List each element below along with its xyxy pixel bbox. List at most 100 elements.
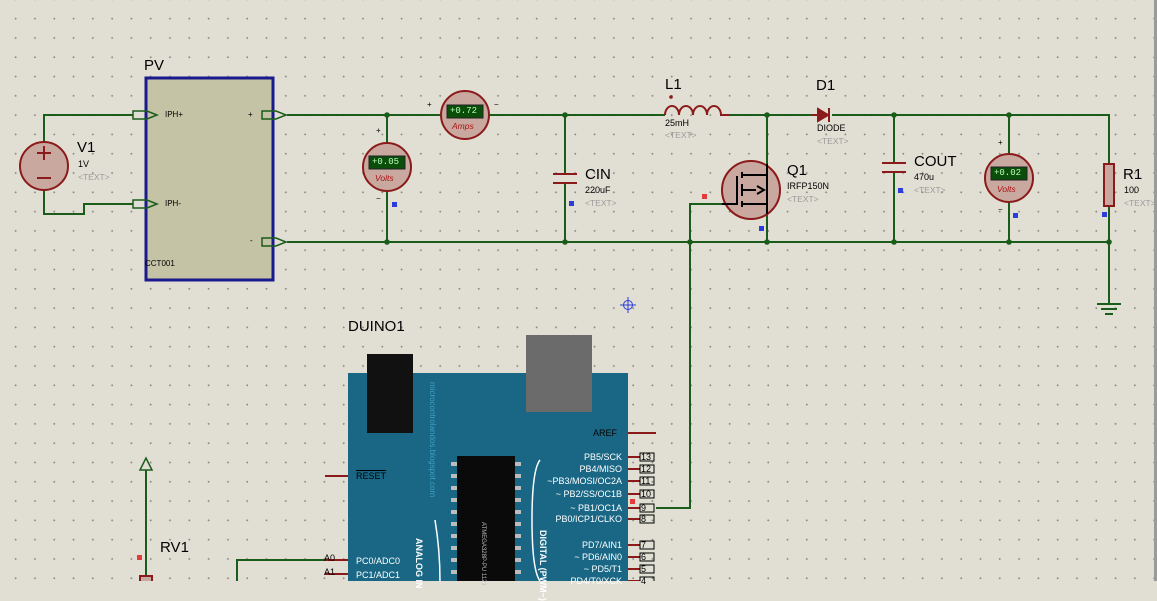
wires xyxy=(43,114,1110,581)
probe-marker xyxy=(137,555,142,560)
cout-text: <TEXT> xyxy=(914,185,946,195)
crosshair-icon xyxy=(620,297,636,313)
v1-value: 1V xyxy=(78,159,90,169)
l1-value: 25mH xyxy=(665,118,690,128)
wire-rv1[interactable] xyxy=(236,559,325,581)
wire-bottom[interactable] xyxy=(287,241,1110,304)
duino-pin-num[interactable]: 13 xyxy=(641,452,652,462)
voltmeter-out[interactable] xyxy=(984,153,1034,203)
q1-value: IRFP150N xyxy=(787,181,830,191)
l1-inductor[interactable] xyxy=(664,95,730,116)
duino-pin-label: ~PB3/MOSI/OC2A xyxy=(547,476,622,486)
v1-source[interactable] xyxy=(19,141,69,191)
duino-pin-label: ~ PD5/T1 xyxy=(583,564,622,574)
rv1-ref: RV1 xyxy=(160,539,189,556)
voltmeter-out-unit: Volts xyxy=(997,184,1016,194)
duino-pin-label: ~ PB1/OC1A xyxy=(570,503,622,513)
probe-marker xyxy=(702,194,707,199)
ammeter-pos: + xyxy=(427,100,432,109)
l1-ref: L1 xyxy=(665,76,682,93)
duino-pin-num[interactable]: 5 xyxy=(641,564,647,574)
pv-pin-iph-pos: IPH+ xyxy=(165,110,184,119)
pv-pin-pos: + xyxy=(248,110,253,119)
cin-value: 220uF xyxy=(585,185,611,195)
pv-module[interactable] xyxy=(132,76,289,282)
duino-pin-num[interactable]: 12 xyxy=(641,464,652,474)
wire-top-4[interactable] xyxy=(832,114,1110,164)
ground-icon[interactable] xyxy=(1097,303,1121,315)
wire-v1-top[interactable] xyxy=(43,114,133,141)
duino-pin-label: PC1/ADC1 xyxy=(356,570,401,580)
duino-watermark: microcontrolandos.blogspot.com xyxy=(428,382,437,498)
ammeter-unit: Amps xyxy=(452,121,474,131)
r1-resistor[interactable] xyxy=(1103,163,1115,207)
q1-text: <TEXT> xyxy=(787,194,819,204)
duino-pin-num[interactable]: 7 xyxy=(641,540,647,550)
probe-marker xyxy=(898,188,903,193)
probe-marker xyxy=(1102,212,1107,217)
cout-capacitor[interactable] xyxy=(882,162,906,173)
r1-value: 100 xyxy=(1124,185,1140,195)
ammeter-neg: − xyxy=(494,100,499,109)
wire-gate[interactable] xyxy=(656,203,722,509)
voltmeter-out-pos: + xyxy=(998,138,1003,147)
voltmeter-in[interactable] xyxy=(362,142,412,192)
duino-pin-num[interactable]: 11 xyxy=(641,476,651,486)
v1-ref: V1 xyxy=(77,139,96,156)
duino-pin-label: PB5/SCK xyxy=(583,452,622,462)
wire-v1-bottom[interactable] xyxy=(43,191,133,215)
duino-analog-label: ANALOG IN xyxy=(414,538,424,589)
duino-pin-label: ~ PD6/AIN0 xyxy=(574,552,622,562)
voltmeter-in-neg: − xyxy=(376,194,381,203)
duino-pin-num[interactable]: 8 xyxy=(641,514,647,524)
ammeter-reading: +0.72 xyxy=(450,106,478,116)
cin-ref: CIN xyxy=(585,166,611,183)
arduino-board[interactable] xyxy=(325,335,656,581)
duino-pin-label: PB4/MISO xyxy=(579,464,622,474)
duino-pin-label: PD7/AIN1 xyxy=(581,540,622,550)
duino-reset: RESET xyxy=(356,471,387,481)
rv1-potentiometer[interactable] xyxy=(138,456,154,581)
pv-part: CCT001 xyxy=(145,259,175,268)
duino-pin-label: PB0/ICP1/CLKO xyxy=(555,514,622,524)
d1-text: <TEXT> xyxy=(817,136,849,146)
schematic-drawing xyxy=(19,76,1121,581)
voltmeter-out-neg: − xyxy=(998,205,1003,214)
d1-value: DIODE xyxy=(817,123,846,133)
probe-marker xyxy=(392,202,397,207)
duino-aref: AREF xyxy=(593,428,618,438)
voltmeter-in-reading: +0.05 xyxy=(372,157,400,167)
cin-capacitor[interactable] xyxy=(553,173,577,184)
duino-pin-num[interactable]: 10 xyxy=(641,489,652,499)
cout-value: 470u xyxy=(914,172,935,182)
duino-pin-num[interactable]: 9 xyxy=(641,503,647,513)
duino-pin-label: PD4/T0/XCK xyxy=(570,576,622,586)
duino-pin-num[interactable]: A1 xyxy=(324,567,336,577)
voltmeter-in-unit: Volts xyxy=(375,173,394,183)
duino-pin-num[interactable]: A0 xyxy=(324,553,336,563)
cin-text: <TEXT> xyxy=(585,198,617,208)
q1-ref: Q1 xyxy=(787,162,808,179)
probe-marker xyxy=(569,201,574,206)
scrollbar-edge[interactable] xyxy=(1154,0,1157,581)
q1-mosfet[interactable] xyxy=(721,160,781,220)
voltmeter-out-reading: +0.02 xyxy=(994,168,1022,178)
d1-diode[interactable] xyxy=(812,107,830,123)
r1-ref: R1 xyxy=(1123,166,1143,183)
ammeter[interactable] xyxy=(440,90,490,140)
duino-pin-num[interactable]: 4 xyxy=(641,576,647,586)
voltmeter-in-pos: + xyxy=(376,126,381,135)
junctions xyxy=(384,112,1112,245)
duino-pin-label: PC0/ADC0 xyxy=(356,556,401,566)
l1-text: <TEXT> xyxy=(665,130,697,140)
duino-chip-label: ATMEGA328P-PU 1121 xyxy=(480,522,486,586)
probe-marker xyxy=(1013,213,1018,218)
d1-ref: D1 xyxy=(816,77,836,94)
duino-pin-num[interactable]: 6 xyxy=(641,552,647,562)
pv-ref: PV xyxy=(144,57,165,74)
probe-marker xyxy=(759,226,764,231)
duino-pin-label: ~ PB2/SS/OC1B xyxy=(555,489,622,499)
duino-ref: DUINO1 xyxy=(348,318,405,335)
r1-text: <TEXT> xyxy=(1124,198,1156,208)
duino-digital-label: DIGITAL (PWM~) xyxy=(538,530,548,601)
